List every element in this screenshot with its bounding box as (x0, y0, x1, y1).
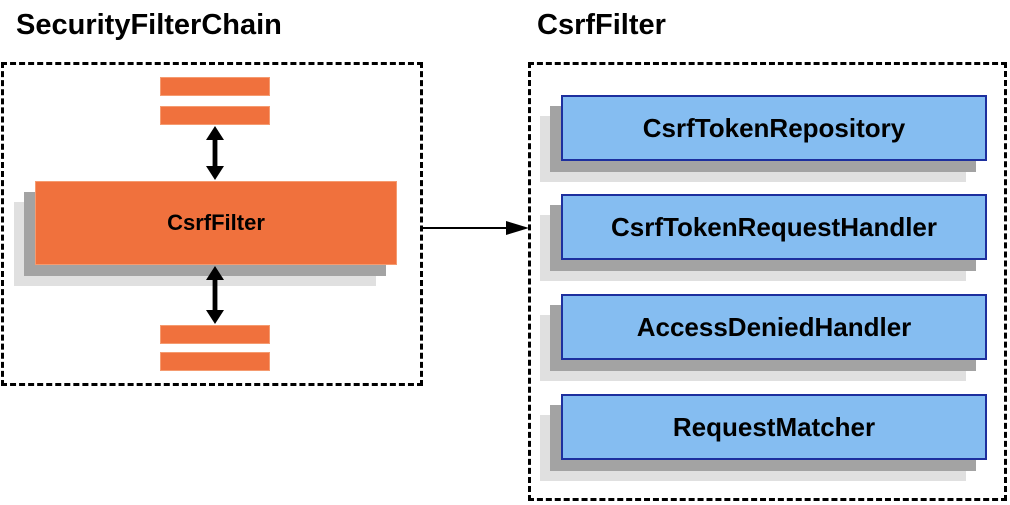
filter-placeholder-bar (160, 325, 270, 344)
csrf-filter-node-label: CsrfFilter (35, 181, 397, 265)
component-node-access-denied-handler: AccessDeniedHandler (540, 294, 987, 381)
component-node-csrf-token-request-handler: CsrfTokenRequestHandler (540, 194, 987, 281)
component-node-request-matcher: RequestMatcher (540, 394, 987, 481)
filter-placeholder-bar (160, 77, 270, 96)
security-filter-chain-title: SecurityFilterChain (16, 9, 282, 41)
filter-placeholder-bar (160, 106, 270, 125)
double-arrow-icon (206, 126, 224, 180)
csrf-filter-node: CsrfFilter (14, 181, 397, 286)
arrow-icon (423, 221, 529, 235)
component-node-csrf-token-repository: CsrfTokenRepository (540, 95, 987, 182)
csrf-filter-group (528, 62, 1007, 501)
component-label: CsrfTokenRequestHandler (561, 194, 987, 260)
filter-placeholder-bar (160, 352, 270, 371)
component-label: CsrfTokenRepository (561, 95, 987, 161)
component-label: AccessDeniedHandler (561, 294, 987, 360)
csrf-filter-title: CsrfFilter (537, 9, 666, 41)
security-filter-chain-group (1, 62, 423, 386)
component-label: RequestMatcher (561, 394, 987, 460)
double-arrow-icon (206, 266, 224, 324)
